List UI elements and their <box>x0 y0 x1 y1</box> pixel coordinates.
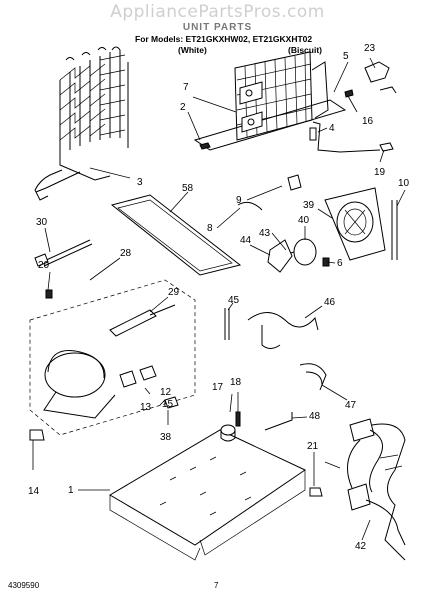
callout-5: 5 <box>343 51 349 62</box>
condenser-fan-assembly <box>237 174 386 273</box>
wiring-harness <box>309 418 406 561</box>
callout-3: 3 <box>137 177 143 188</box>
diagram-title: UNIT PARTS <box>182 22 253 33</box>
callout-38: 38 <box>160 432 172 443</box>
callout-13: 13 <box>140 402 152 413</box>
capillary-tube <box>34 239 93 267</box>
compressor-group <box>29 279 196 441</box>
model-variants: (White) (Biscuit) <box>135 45 435 56</box>
callout-2: 2 <box>180 102 186 113</box>
grommet <box>45 289 53 299</box>
variant-biscuit: (Biscuit) <box>288 45 322 55</box>
base-pan <box>109 429 307 561</box>
evaporator-assembly <box>193 51 347 151</box>
leader-lines <box>32 57 406 541</box>
callout-43: 43 <box>259 228 271 239</box>
condenser-coil <box>34 46 129 201</box>
callout-7: 7 <box>183 82 189 93</box>
callout-42: 42 <box>355 541 367 552</box>
small-hardware <box>199 61 397 153</box>
variant-white: (White) <box>178 45 207 55</box>
callout-6: 6 <box>337 258 343 269</box>
callout-4: 4 <box>329 123 335 134</box>
callout-9: 9 <box>236 195 242 206</box>
watermark: AppliancePartsPros.com <box>110 2 325 22</box>
callout-58: 58 <box>182 183 194 194</box>
callout-44: 44 <box>240 235 252 246</box>
drain-tube <box>391 200 398 260</box>
callout-16: 16 <box>362 116 374 127</box>
callout-15: 15 <box>162 399 174 410</box>
callout-47: 47 <box>345 400 357 411</box>
callout-18: 18 <box>230 377 242 388</box>
callout-8: 8 <box>207 223 213 234</box>
callout-29: 29 <box>168 287 180 298</box>
document-number: 4309590 <box>8 581 40 590</box>
model-info: For Models: ET21GKXHW02, ET21GKXHT02 (Wh… <box>135 34 435 56</box>
callout-10: 10 <box>398 178 410 189</box>
callout-1: 1 <box>68 485 74 496</box>
callout-45: 45 <box>228 295 240 306</box>
page-number: 7 <box>214 581 219 590</box>
callout-14: 14 <box>28 486 40 497</box>
models-line: For Models: ET21GKXHW02, ET21GKXHT02 <box>135 34 313 44</box>
callout-30: 30 <box>36 217 48 228</box>
callout-40: 40 <box>298 215 310 226</box>
drain-pan <box>110 194 242 276</box>
callout-21: 21 <box>307 441 319 452</box>
callout-17: 17 <box>212 382 224 393</box>
callout-20: 20 <box>38 260 50 271</box>
callout-48: 48 <box>309 411 321 422</box>
callout-28: 28 <box>120 248 132 259</box>
refrigerant-tubing <box>224 308 327 431</box>
callout-46: 46 <box>324 297 336 308</box>
callout-19: 19 <box>374 167 386 178</box>
callout-23: 23 <box>364 43 376 54</box>
leveling-feet <box>220 411 241 442</box>
callout-12: 12 <box>160 387 172 398</box>
callout-39: 39 <box>303 200 315 211</box>
